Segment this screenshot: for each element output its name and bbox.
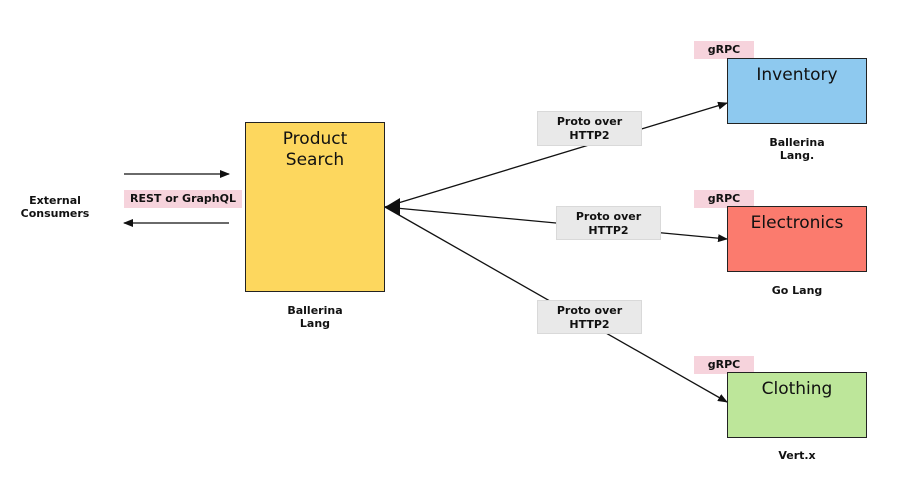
inventory-grpc-tag: gRPC xyxy=(694,41,754,59)
inventory-box: Inventory xyxy=(727,58,867,124)
clothing-title: Clothing xyxy=(761,379,833,399)
external-consumers-label: External Consumers xyxy=(20,194,90,220)
clothing-grpc-tag: gRPC xyxy=(694,356,754,374)
product-search-inbound-arrowhead xyxy=(385,198,400,216)
electronics-protocol-label: Proto over HTTP2 xyxy=(556,206,661,240)
electronics-title: Electronics xyxy=(750,213,844,233)
product-search-caption: Ballerina Lang xyxy=(287,304,343,330)
rest-graphql-tag: REST or GraphQL xyxy=(124,190,242,208)
inventory-caption: Ballerina Lang. xyxy=(769,136,825,162)
inventory-connector xyxy=(384,101,728,208)
clothing-box: Clothing xyxy=(727,372,867,438)
clothing-caption: Vert.x xyxy=(778,449,816,462)
inventory-title: Inventory xyxy=(756,65,838,85)
electronics-grpc-tag: gRPC xyxy=(694,190,754,208)
product-search-box: Product Search xyxy=(245,122,385,292)
clothing-protocol-label: Proto over HTTP2 xyxy=(537,300,642,334)
electronics-box: Electronics xyxy=(727,206,867,272)
product-search-title: Product Search xyxy=(282,129,348,170)
inventory-protocol-label: Proto over HTTP2 xyxy=(537,111,642,146)
electronics-caption: Go Lang xyxy=(771,284,823,297)
